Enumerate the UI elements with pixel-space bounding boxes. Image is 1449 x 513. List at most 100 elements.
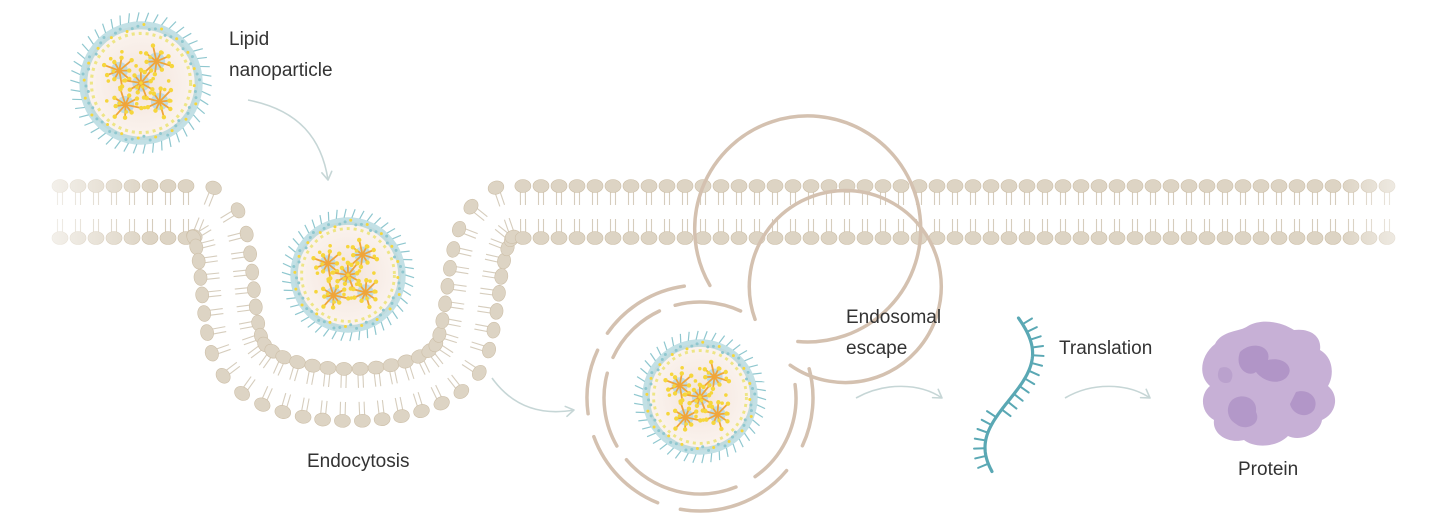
- lnp-lipid-head: [330, 305, 336, 310]
- lnp-shell-dot: [399, 265, 403, 269]
- lnp-dot: [368, 279, 372, 283]
- lipid-head: [1054, 231, 1072, 245]
- arrow-endosomal-escape: [855, 385, 943, 399]
- lipid-head: [658, 179, 676, 193]
- lnp-lipid-arm: [664, 379, 681, 387]
- lnp-peg: [182, 32, 192, 39]
- lipid-head: [1216, 231, 1234, 245]
- lnp-dot: [678, 399, 682, 404]
- lnp-shell-dot: [679, 345, 683, 349]
- lipid-head: [205, 180, 222, 195]
- lnp-dot: [667, 393, 672, 397]
- membrane-fade-left: [0, 160, 150, 270]
- lnp-shell-dot: [99, 41, 103, 45]
- lnp-shell-inner: [89, 31, 193, 135]
- lnp-shell-dot: [397, 287, 401, 291]
- lnp-dot: [365, 296, 369, 301]
- lnp-shell-dot: [737, 356, 741, 360]
- lnp-peg: [70, 79, 80, 84]
- lnp-peg: [752, 419, 760, 427]
- lnp-dot: [372, 271, 376, 275]
- lnp-shell-dot: [186, 111, 190, 115]
- lnp-lipid-head: [673, 426, 678, 431]
- mrna-base: [1029, 335, 1042, 341]
- lnp-shell-dot: [650, 371, 654, 375]
- mrna-base: [1006, 400, 1018, 410]
- lipid-nanoparticle-entering: [281, 208, 415, 342]
- lnp-peg: [136, 12, 140, 22]
- lnp-shell-dot: [295, 276, 299, 280]
- lnp-peg: [396, 242, 406, 246]
- lnp-shell-dot: [113, 31, 117, 35]
- lnp-shell-dot: [166, 133, 170, 137]
- lnp-peg: [307, 321, 316, 328]
- lnp-shell-dot: [656, 368, 660, 372]
- lnp-peg: [642, 426, 652, 430]
- lnp-lipid-head: [113, 103, 118, 109]
- lnp-peg: [168, 21, 177, 29]
- lnp-peg: [281, 271, 291, 276]
- lnp-lipid-head: [144, 95, 149, 101]
- lnp-lipid-arm: [684, 393, 701, 398]
- lnp-peg: [192, 114, 201, 123]
- endosome-membrane: [747, 188, 944, 385]
- lipid-head: [784, 231, 802, 245]
- lnp-lipid-head: [686, 406, 692, 411]
- lipid-head: [1306, 231, 1324, 245]
- lnp-lipid-head: [161, 114, 167, 120]
- lnp-dot: [166, 79, 171, 83]
- lnp-shell-dot: [306, 241, 310, 245]
- lnp-peg: [335, 209, 338, 219]
- lnp-lipid-head: [687, 401, 692, 406]
- lnp-shell-dot: [360, 324, 364, 328]
- lnp-peg: [744, 356, 754, 362]
- lipid-head: [946, 179, 964, 193]
- lnp-dot: [118, 85, 122, 90]
- lnp-lipid-head: [129, 110, 134, 115]
- lnp-lipid-head: [726, 378, 732, 384]
- lnp-shell-dot: [338, 326, 342, 330]
- lnp-peg: [102, 23, 107, 34]
- lnp-peg: [300, 316, 310, 322]
- lnp-dot: [672, 384, 676, 388]
- lnp-peg: [748, 426, 756, 434]
- lipid-head: [373, 412, 391, 427]
- lnp-lipid-head: [709, 404, 715, 410]
- lnp-peg: [73, 60, 83, 67]
- lnp-peg: [695, 330, 699, 340]
- lnp-shell-dot: [130, 27, 134, 31]
- lnp-shell-dot: [733, 430, 737, 434]
- lnp-peg: [152, 143, 155, 153]
- lipid-head: [254, 397, 271, 412]
- lnp-peg: [666, 447, 675, 455]
- lipid-head: [1126, 179, 1144, 193]
- lnp-lipid-head: [356, 237, 362, 243]
- lnp-shell-dot: [95, 117, 99, 121]
- lnp-lipid-arm: [118, 59, 133, 72]
- membrane-fade-right: [1340, 160, 1449, 270]
- lnp-shell-dot: [90, 113, 94, 117]
- lnp-shell-dot: [338, 222, 342, 226]
- lipid-head: [550, 179, 568, 193]
- lnp-lipid-head: [694, 409, 699, 414]
- lnp-peg: [201, 74, 212, 77]
- lnp-shell-dot: [332, 326, 336, 330]
- lnp-lipid-head: [708, 400, 713, 406]
- lnp-lipid-head: [134, 96, 140, 101]
- lnp-shell-dot: [109, 36, 113, 40]
- mrna-strand: [973, 316, 1045, 474]
- lnp-shell-dot: [124, 138, 128, 142]
- lnp-lipid-head: [322, 294, 327, 299]
- lnp-shell-dot: [175, 37, 179, 41]
- lnp-peg: [76, 51, 86, 60]
- lnp-shell-dot: [364, 320, 368, 324]
- lnp-shell-dot: [669, 440, 673, 444]
- lnp-peg: [663, 341, 668, 351]
- lipid-head: [1036, 179, 1054, 193]
- lnp-lipid-head: [373, 297, 378, 302]
- lnp-peg: [297, 230, 304, 240]
- lnp-shell-dot: [674, 442, 678, 446]
- lnp-dot: [104, 99, 109, 103]
- lnp-shell-dot: [645, 392, 649, 396]
- lipid-head: [1234, 179, 1252, 193]
